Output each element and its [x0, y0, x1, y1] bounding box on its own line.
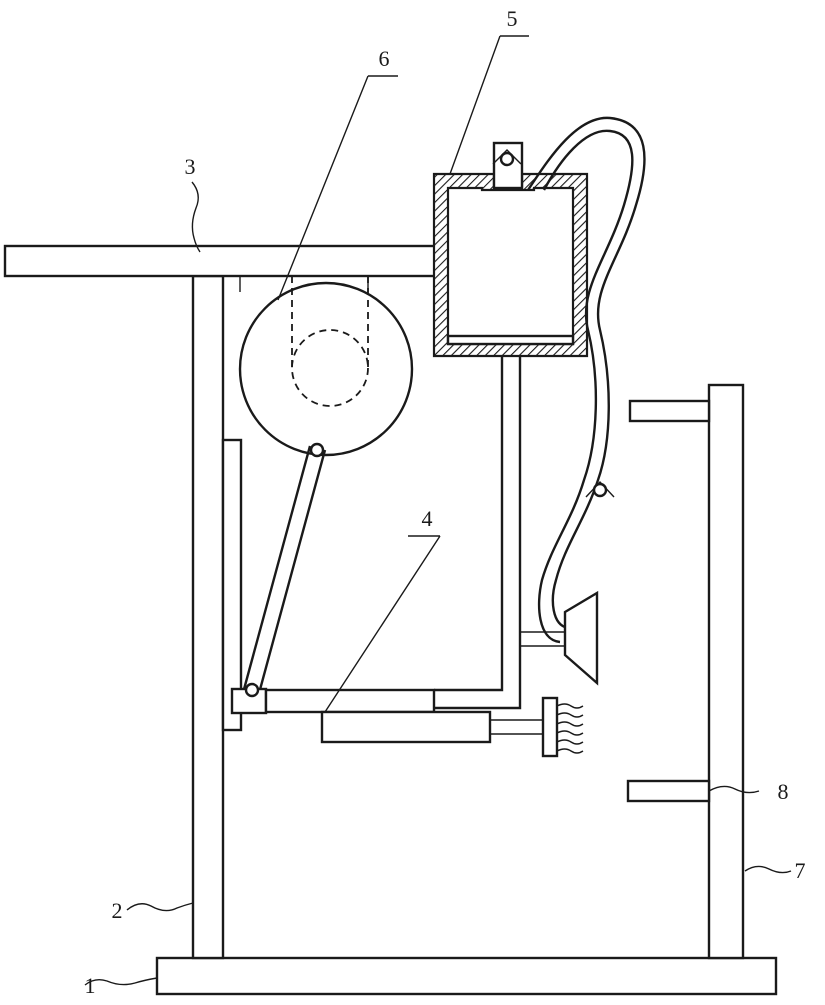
rod-pin-bottom [244, 682, 260, 698]
push-rod [264, 688, 436, 714]
hose-valve-mark [585, 480, 615, 498]
connecting-rod-a [241, 445, 312, 694]
tank-valve-mark [492, 149, 522, 165]
left-column [191, 274, 225, 960]
wheel [238, 281, 414, 457]
label-2: 2 [112, 898, 123, 923]
brush-bristles [556, 703, 584, 754]
label-7: 7 [795, 858, 806, 883]
tube-lower-inner [434, 355, 522, 710]
label-4: 4 [422, 506, 433, 531]
shaft-dash-circle [291, 329, 369, 407]
cylinder [320, 710, 492, 744]
leader-lines [84, 35, 792, 986]
slide-rail [221, 438, 243, 732]
label-3: 3 [185, 154, 196, 179]
label-8: 8 [778, 779, 789, 804]
label-1: 1 [85, 973, 96, 998]
water-tank-wall [432, 172, 589, 358]
label-5: 5 [507, 6, 518, 31]
rod-pin-top [309, 442, 325, 458]
water-tank-bottom [446, 334, 575, 346]
upper-clamp-bar [628, 399, 711, 423]
tube-lower [434, 355, 504, 692]
base-plate [155, 956, 778, 996]
tank-valve-icon [499, 151, 515, 167]
top-plate [3, 244, 437, 278]
connecting-rod-b [256, 449, 327, 698]
label-6: 6 [379, 46, 390, 71]
brush-head [541, 696, 559, 758]
spray-nozzle [563, 590, 599, 686]
hose-inner [537, 129, 634, 644]
hose-valve-icon [592, 482, 608, 498]
right-column [707, 383, 745, 960]
lower-clamp-bar [626, 779, 711, 803]
hose-outer [527, 116, 646, 630]
